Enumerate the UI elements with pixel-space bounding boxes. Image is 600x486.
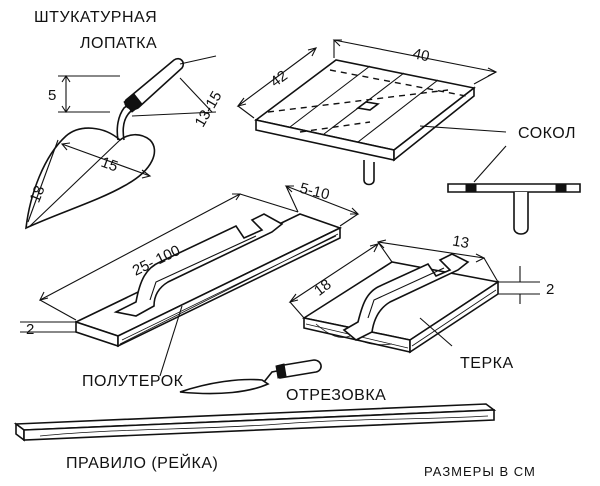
terka-figure (288, 239, 540, 354)
pravilo-label: ПРАВИЛО (РЕЙКА) (66, 453, 218, 472)
terka-thickness-value: 2 (546, 281, 554, 298)
trowel-handle-dim (131, 55, 217, 117)
trowel-length-dim (27, 139, 59, 223)
poluterok-top (73, 213, 343, 337)
trowel-width-dim (61, 143, 151, 177)
pravilo-figure (13, 403, 497, 442)
trowel-height-dim (58, 75, 120, 113)
sokol-depth-dim (237, 47, 317, 119)
terka-width-dim (377, 241, 499, 283)
terka-length-dim (289, 243, 379, 319)
terka-width-value: 13 (451, 232, 470, 252)
sokol-label: СОКОЛ (518, 125, 576, 142)
poluterok-handle (113, 213, 284, 317)
sokol-handle (363, 160, 375, 186)
otrezovka-figure (179, 359, 322, 395)
trowel-title-line1: ШТУКАТУРНАЯ (34, 9, 157, 26)
trowel-shank (116, 101, 133, 141)
units-note: РАЗМЕРЫ В СМ (424, 464, 536, 479)
terka-handle (342, 253, 470, 341)
trowel-blade-rib (29, 139, 121, 227)
terka-length-value: 18 (311, 276, 335, 300)
poluterok-figure (20, 185, 360, 377)
poluterok-thickness-value: 2 (26, 321, 34, 338)
poluterok-thickness-dim (20, 321, 76, 333)
trowel-length-value: 18 (27, 183, 49, 205)
otrezovka-handle (277, 359, 322, 379)
otrezovka-label: ОТРЕЗОВКА (286, 387, 386, 404)
sokol-width-value: 40 (411, 45, 431, 65)
trowel-title-line2: ЛОПАТКА (80, 35, 157, 52)
sokol-depth-value: 42 (267, 67, 290, 91)
sokol-section (447, 145, 581, 235)
trowel-width-value: 15 (99, 154, 120, 176)
trowel-figure (25, 55, 217, 230)
poluterok-width-dim (285, 185, 359, 227)
poluterok-length-dim (39, 193, 299, 321)
poluterok-label: ПОЛУТЕРОК (82, 373, 184, 390)
sokol-section-board (447, 183, 581, 193)
sokol-figure (236, 39, 507, 186)
trowel-height-value: 5 (48, 87, 56, 104)
trowel-handle-value: 13-15 (192, 88, 226, 130)
otrezovka-blade (179, 378, 270, 395)
terka-label: ТЕРКА (460, 355, 514, 372)
trowel-handle-ferrule (123, 93, 143, 113)
trowel-handle (124, 57, 185, 111)
terka-thickness-dim (498, 281, 540, 295)
sokol-section-handle (513, 192, 529, 235)
sokol-handle-plate (356, 101, 380, 111)
poluterok-width-value: 5-10 (298, 180, 331, 204)
trowel-blade (25, 127, 156, 230)
